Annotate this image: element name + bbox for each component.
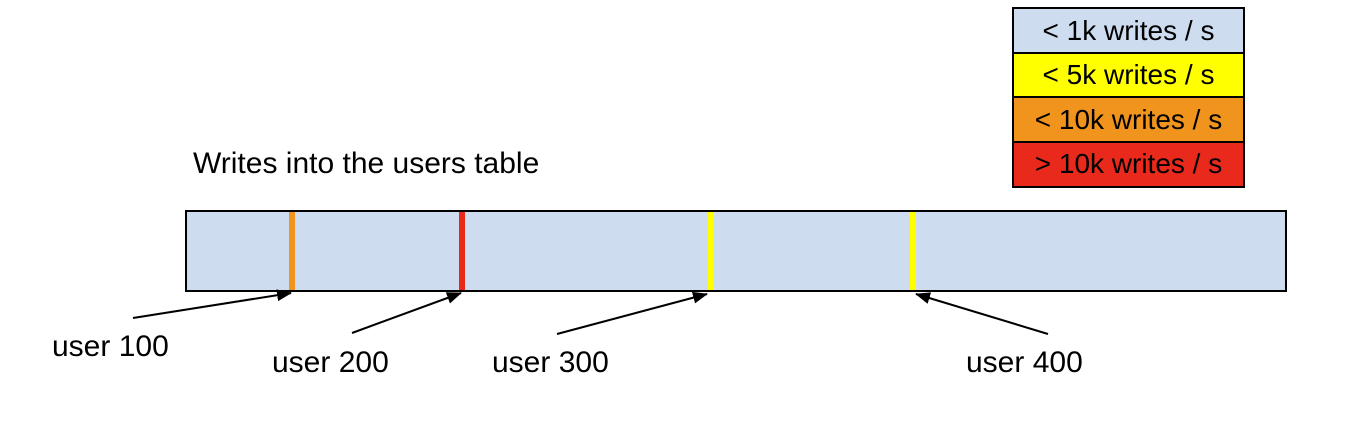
legend-item-lt-1k: < 1k writes / s [1012, 7, 1245, 54]
users-table-bar [185, 210, 1287, 292]
label-user-400: user 400 [966, 346, 1083, 379]
arrow-user-400 [915, 292, 1049, 335]
legend-item-lt-10k: < 10k writes / s [1012, 96, 1245, 143]
legend-item-label: > 10k writes / s [1034, 148, 1223, 179]
diagram-title: Writes into the users table [193, 147, 540, 180]
arrow-user-200 [351, 292, 462, 334]
legend: < 1k writes / s < 5k writes / s < 10k wr… [1012, 7, 1245, 188]
legend-item-label: < 1k writes / s [1042, 14, 1215, 46]
arrow-user-100 [132, 289, 292, 319]
marker-user-300 [708, 212, 714, 290]
marker-user-400 [910, 212, 916, 290]
marker-user-200 [459, 212, 465, 290]
label-user-200: user 200 [272, 346, 389, 379]
legend-item-lt-5k: < 5k writes / s [1012, 51, 1245, 99]
label-user-100: user 100 [52, 330, 169, 363]
legend-item-gt-10k: > 10k writes / s [1012, 140, 1245, 188]
label-user-300: user 300 [492, 346, 609, 379]
legend-item-label: < 5k writes / s [1042, 59, 1215, 90]
arrow-user-300 [556, 291, 708, 335]
legend-item-label: < 10k writes / s [1034, 103, 1223, 135]
marker-user-100 [289, 212, 295, 290]
